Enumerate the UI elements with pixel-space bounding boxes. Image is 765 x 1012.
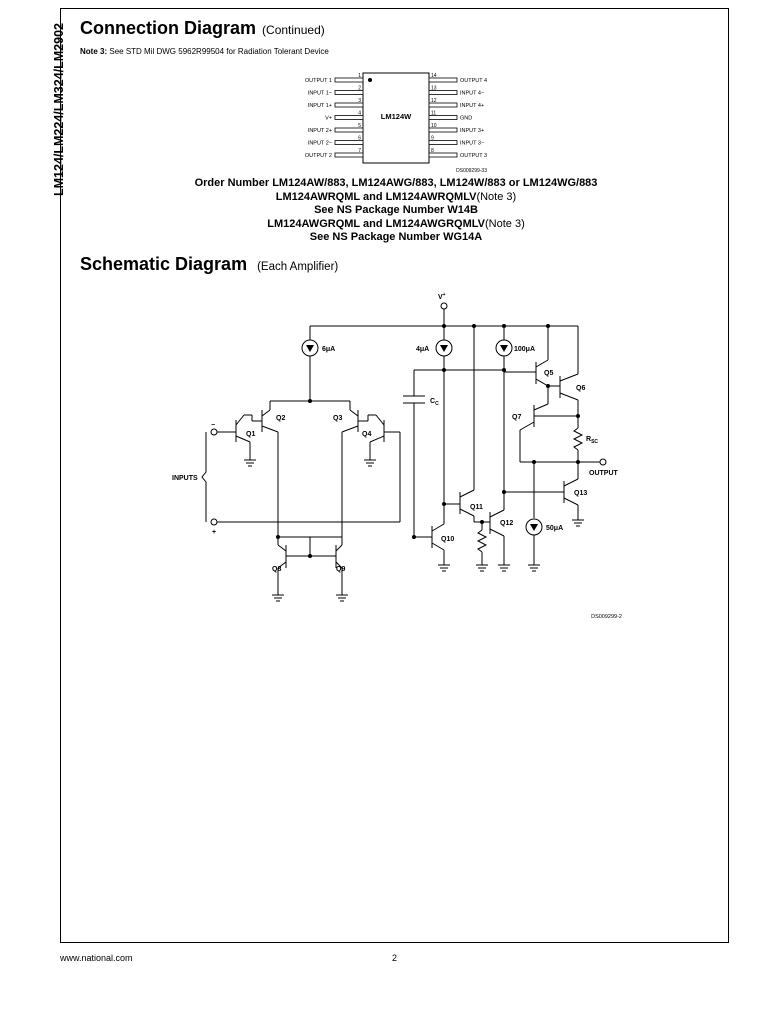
rsc-label: RSC: [586, 436, 598, 445]
pin-label: INPUT 2+: [308, 128, 332, 134]
input-plus-label: +: [212, 529, 216, 536]
vplus-label: V+: [438, 292, 446, 301]
chip-body: [362, 72, 430, 164]
pin-label: OUTPUT 1: [305, 78, 332, 84]
q6-label: Q6: [576, 385, 585, 392]
page-frame: [60, 8, 729, 943]
input-minus-label: −: [211, 422, 215, 429]
pin-label: OUTPUT 2: [305, 153, 332, 159]
order-line-2: LM124AWRQML and LM124AWRQMLV(Note 3): [80, 191, 712, 205]
q3-label: Q3: [333, 415, 342, 422]
source-4ua-label: 4μA: [416, 346, 429, 353]
pin-label: INPUT 3−: [460, 141, 484, 147]
output-label: OUTPUT: [589, 470, 619, 477]
pin-label: OUTPUT 3: [460, 153, 487, 159]
pin-number: 14: [431, 73, 437, 79]
pin-number: 13: [431, 86, 437, 92]
order-line-4-note: (Note 3): [485, 217, 525, 230]
pin1-dot: [368, 78, 372, 82]
q11-label: Q11: [470, 504, 483, 511]
pin-label: V+: [325, 116, 332, 122]
left-pin: 4V+: [325, 111, 364, 122]
schematic-diagram: V+ 6μA 4μA 100μA 50μA CC RSC INPUTS − + …: [172, 292, 622, 620]
schematic-figure-id: DS009299-2: [591, 614, 622, 620]
pin-number: 8: [431, 148, 434, 154]
note-3: Note 3: See STD Mil DWG 5962R99504 for R…: [80, 47, 329, 56]
pin-number: 4: [358, 111, 361, 117]
q4-label: Q4: [362, 431, 371, 438]
order-line-5: See NS Package Number WG14A: [309, 231, 483, 243]
order-line-4: LM124AWGRQML and LM124AWGRQMLV(Note 3): [80, 218, 712, 232]
connection-title: Connection Diagram: [80, 18, 257, 38]
pin-number: 6: [358, 136, 361, 142]
cap-label: CC: [430, 398, 439, 407]
pin-label: INPUT 2−: [308, 141, 332, 147]
note-label: Note 3:: [80, 47, 108, 56]
pin-label: INPUT 1+: [308, 103, 332, 109]
pin-number: 3: [358, 98, 361, 104]
pin-label: GND: [460, 116, 472, 122]
order-line-1: Order Number LM124AW/883, LM124AWG/883, …: [194, 177, 598, 189]
pin-label: OUTPUT 4: [460, 78, 487, 84]
pin-number: 12: [431, 98, 437, 104]
q7-label: Q7: [512, 414, 521, 421]
schematic-subtitle: (Each Amplifier): [257, 261, 339, 273]
q1-label: Q1: [246, 431, 255, 438]
pin-number: 5: [358, 123, 361, 129]
q8-label: Q8: [272, 566, 281, 573]
q10-label: Q10: [441, 536, 454, 543]
q2-label: Q2: [276, 415, 285, 422]
pin-number: 7: [358, 148, 361, 154]
pin-label: INPUT 3+: [460, 128, 484, 134]
q13-label: Q13: [574, 490, 587, 497]
order-line-2-note: (Note 3): [476, 190, 517, 203]
pin-number: 9: [431, 136, 434, 142]
pin-number: 11: [431, 111, 436, 117]
q9-label: Q9: [336, 566, 345, 573]
connection-continued: (Continued): [262, 23, 325, 37]
q12-label: Q12: [500, 520, 513, 527]
order-info: Order Number LM124AW/883, LM124AWG/883, …: [80, 177, 712, 245]
source-100ua-label: 100μA: [514, 346, 535, 353]
chip-label: LM124W: [381, 112, 412, 121]
pin-number: 2: [358, 86, 361, 92]
source-50ua-label: 50μA: [546, 525, 563, 532]
page-number: 2: [392, 953, 398, 963]
connection-heading: Connection Diagram (Continued): [80, 18, 325, 39]
pin-label: INPUT 4−: [460, 91, 484, 97]
pin-label: INPUT 4+: [460, 103, 484, 109]
schematic-heading: Schematic Diagram (Each Amplifier): [80, 254, 338, 275]
pin-number: 10: [431, 123, 437, 129]
pin-label: INPUT 1−: [308, 91, 332, 97]
pin-number: 1: [358, 73, 361, 79]
order-line-4-text: LM124AWGRQML and LM124AWGRQMLV: [267, 217, 486, 230]
note-text: See STD Mil DWG 5962R99504 for Radiation…: [109, 47, 329, 56]
order-line-2-text: LM124AWRQML and LM124AWRQMLV: [275, 190, 477, 203]
order-line-3: See NS Package Number W14B: [314, 204, 478, 216]
connection-figure-id: DS009299-33: [456, 168, 487, 174]
inputs-label: INPUTS: [172, 475, 198, 482]
source-6ua-label: 6μA: [322, 346, 335, 353]
q5-label: Q5: [544, 370, 553, 377]
schematic-title: Schematic Diagram: [80, 254, 248, 274]
footer-url[interactable]: www.national.com: [60, 953, 133, 963]
